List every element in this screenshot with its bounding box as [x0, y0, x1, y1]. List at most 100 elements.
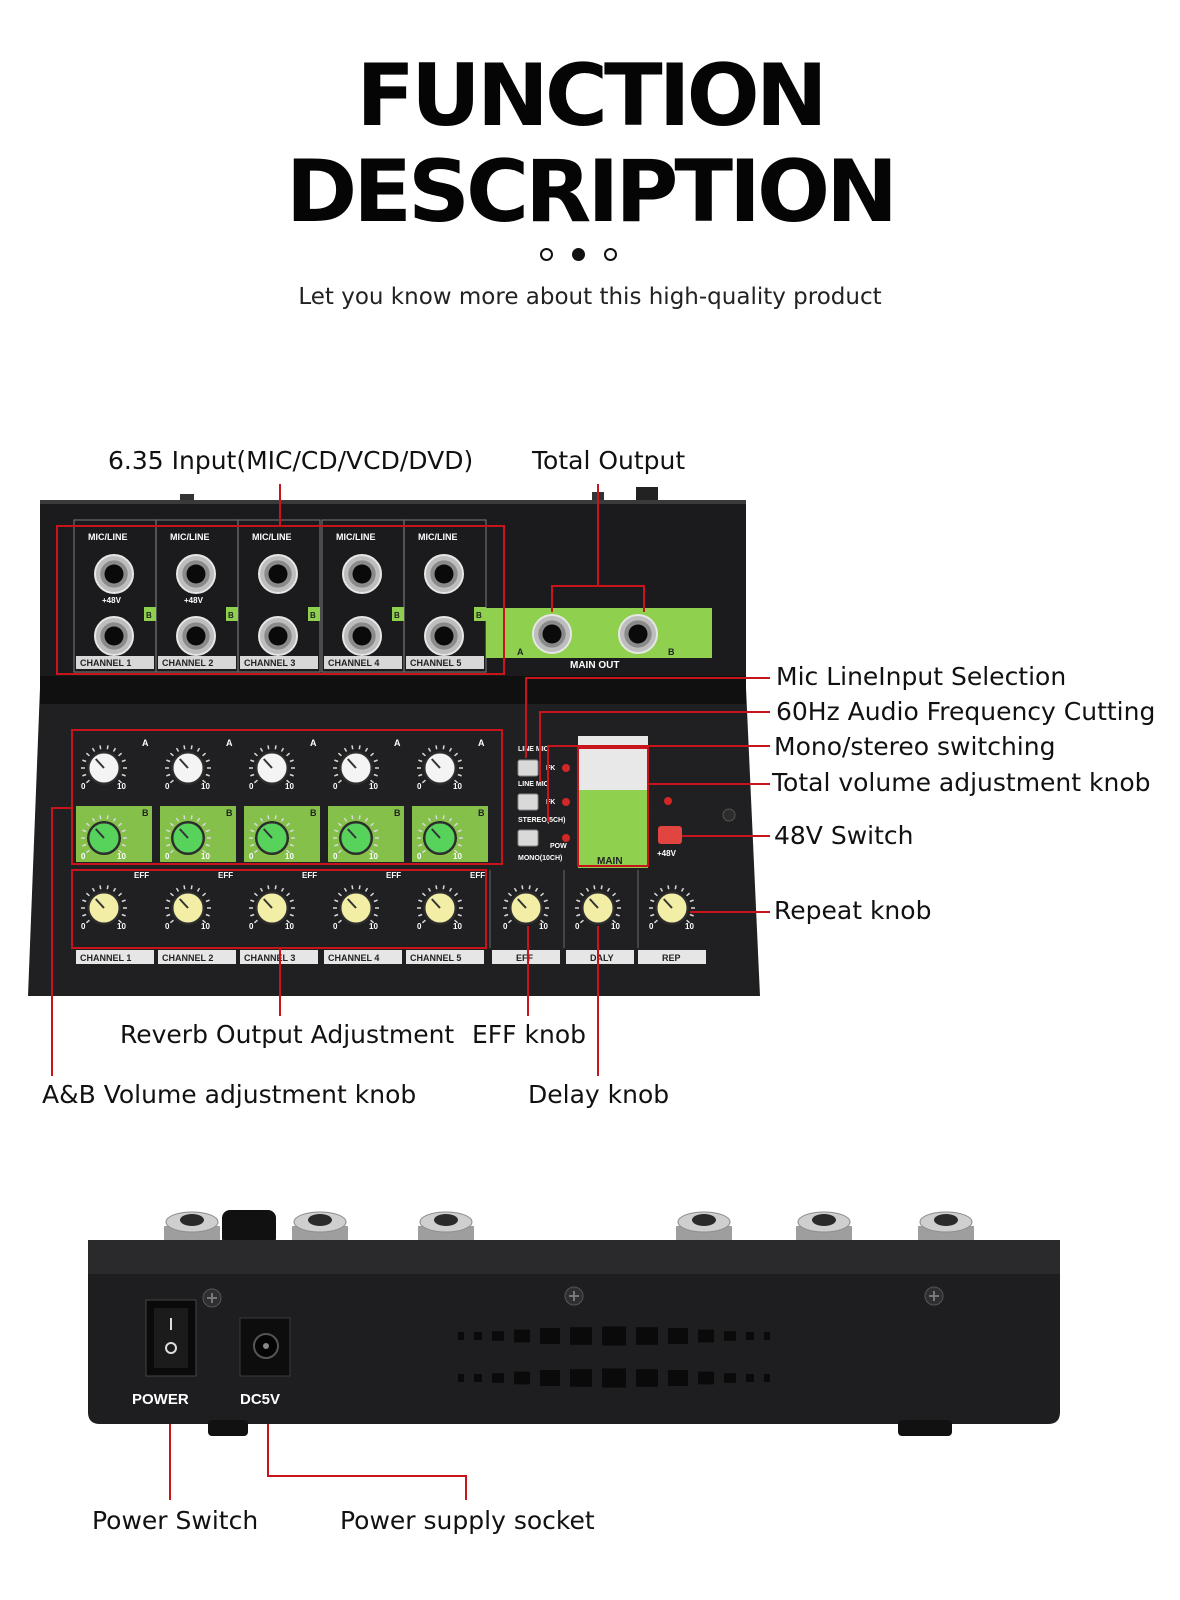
- rear-jack[interactable]: [418, 1211, 474, 1242]
- row-b-tag: B: [226, 808, 233, 818]
- title-line-1: FUNCTION: [356, 46, 827, 146]
- pager-dot[interactable]: [604, 248, 617, 261]
- rear-screws: [202, 1286, 944, 1308]
- row-a-tag: A: [226, 738, 233, 748]
- pager-dot[interactable]: [540, 248, 553, 261]
- switch-label: LINE MIC: [518, 781, 549, 788]
- rear-jack[interactable]: [918, 1211, 974, 1242]
- knob-max-label: 10: [285, 782, 294, 791]
- audio-jack[interactable]: [342, 554, 382, 594]
- callout-repeat-knob: Repeat knob: [774, 896, 932, 925]
- audio-jack[interactable]: [176, 616, 216, 656]
- switch-label: FK: [546, 765, 555, 772]
- audio-jack[interactable]: [176, 554, 216, 594]
- channel-label: CHANNEL 1: [80, 658, 131, 668]
- phantom-label: +48V: [102, 596, 122, 605]
- rear-jack[interactable]: [796, 1211, 852, 1242]
- knob-min-label: 0: [575, 922, 580, 931]
- dc-label: DC5V: [240, 1391, 280, 1408]
- switch-label: LINE MIC: [518, 746, 549, 753]
- mic-line-label: MIC/LINE: [418, 532, 458, 542]
- knob-min-label: 0: [417, 782, 422, 791]
- knob-min-label: 0: [249, 922, 254, 931]
- section-label: EFF: [516, 953, 534, 963]
- callout-eff-knob: EFF knob: [472, 1020, 586, 1049]
- toggle-switch[interactable]: [517, 793, 539, 811]
- rear-jack[interactable]: [292, 1211, 348, 1242]
- knob-min-label: 0: [81, 852, 86, 861]
- callout-total-volume: Total volume adjustment knob: [772, 768, 1151, 797]
- eff-tag: EFF: [134, 871, 149, 880]
- callout-power-socket: Power supply socket: [340, 1506, 595, 1535]
- rotary-knob[interactable]: 0 10: [165, 885, 211, 931]
- audio-jack[interactable]: [258, 554, 298, 594]
- callout-power-switch: Power Switch: [92, 1506, 259, 1535]
- jack-b-tag: B: [476, 611, 482, 620]
- jack-b-tag: B: [310, 611, 316, 620]
- toggle-switch[interactable]: [517, 759, 539, 777]
- callout-total-output: Total Output: [532, 446, 686, 475]
- knob-max-label: 10: [453, 852, 462, 861]
- row-b-tag: B: [478, 808, 485, 818]
- channel-label: CHANNEL 3: [244, 658, 295, 668]
- knob-min-label: 0: [165, 922, 170, 931]
- rear-jack[interactable]: [164, 1211, 220, 1242]
- callout-input: 6.35 Input(MIC/CD/VCD/DVD): [108, 446, 474, 475]
- knob-max-label: 10: [453, 782, 462, 791]
- rear-jack[interactable]: [676, 1211, 732, 1242]
- knob-max-label: 10: [201, 922, 210, 931]
- knob-min-label: 0: [165, 852, 170, 861]
- audio-jack[interactable]: [424, 554, 464, 594]
- knob-max-label: 10: [369, 852, 378, 861]
- audio-jack[interactable]: [532, 614, 572, 654]
- channel-label: CHANNEL 2: [162, 658, 213, 668]
- page-title: FUNCTION DESCRIPTION: [0, 48, 1180, 240]
- subtitle: Let you know more about this high-qualit…: [298, 284, 882, 310]
- phantom-label: +48V: [184, 596, 204, 605]
- phantom-48v-switch[interactable]: [658, 826, 682, 844]
- pager-dots[interactable]: [540, 246, 640, 266]
- vent-slots: [458, 1326, 770, 1388]
- audio-jack[interactable]: [424, 616, 464, 656]
- screw-icon: [924, 1286, 944, 1306]
- callout-mono-stereo: Mono/stereo switching: [774, 732, 1056, 761]
- rotary-knob[interactable]: 0 10: [333, 815, 379, 861]
- jack-b-tag: B: [146, 611, 152, 620]
- eff-tag: EFF: [218, 871, 233, 880]
- main-out-jacks: [532, 614, 658, 654]
- knob-min-label: 0: [249, 852, 254, 861]
- audio-jack[interactable]: [258, 616, 298, 656]
- audio-jack[interactable]: [342, 616, 382, 656]
- main-out-jack-a-label: A: [517, 647, 524, 657]
- audio-jack[interactable]: [618, 614, 658, 654]
- main-out-jack-b-label: B: [668, 647, 675, 657]
- callout-mic-line-selection: Mic LineInput Selection: [776, 662, 1067, 691]
- audio-jack[interactable]: [94, 616, 134, 656]
- pager-dot[interactable]: [572, 248, 585, 261]
- rotary-knob[interactable]: 0 10: [417, 745, 463, 791]
- mic-line-label: MIC/LINE: [252, 532, 292, 542]
- knob-max-label: 10: [117, 782, 126, 791]
- knob-min-label: 0: [333, 852, 338, 861]
- row-b-tag: B: [394, 808, 401, 818]
- jack-b-tag: B: [394, 611, 400, 620]
- toggle-switch[interactable]: [517, 829, 539, 847]
- switch-label: MONO(10CH): [518, 855, 562, 862]
- audio-jack[interactable]: [94, 554, 134, 594]
- switch-label: STEREO(5CH): [518, 817, 565, 824]
